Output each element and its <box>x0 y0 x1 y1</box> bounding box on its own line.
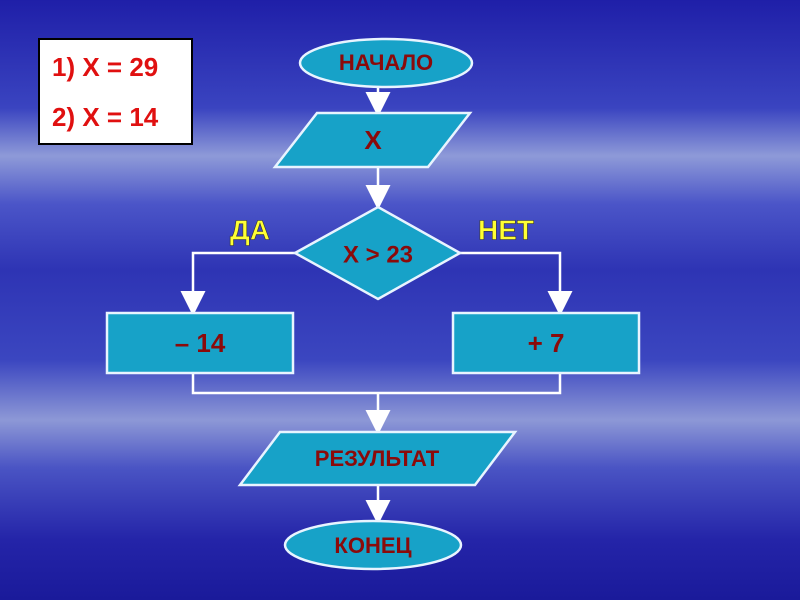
output-label: РЕЗУЛЬТАТ <box>315 446 440 471</box>
yes-action-box <box>105 311 295 375</box>
end-terminator <box>283 519 463 571</box>
input-parallelogram <box>272 111 473 169</box>
arrow-no-branch <box>460 251 573 316</box>
yes-label: ДА <box>230 214 270 245</box>
merge-line <box>191 373 562 395</box>
arrow-yes-branch <box>180 251 295 316</box>
no-action-box <box>451 311 641 375</box>
output-parallelogram <box>237 430 518 487</box>
end-label: КОНЕЦ <box>334 533 411 558</box>
no-label: НЕТ <box>478 214 534 245</box>
condition-label: X > 23 <box>343 241 413 268</box>
start-terminator <box>298 37 474 89</box>
start-label: НАЧАЛО <box>339 50 433 75</box>
input-label: X <box>364 125 382 155</box>
yes-action-label: – 14 <box>175 328 226 358</box>
condition-diamond <box>292 205 463 301</box>
test-case-1: 1) X = 29 <box>52 52 159 82</box>
test-case-2: 2) X = 14 <box>52 102 159 132</box>
no-action-label: + 7 <box>528 328 565 358</box>
test-cases-box: 1) X = 29 2) X = 14 <box>38 38 193 145</box>
connectors <box>180 88 573 525</box>
